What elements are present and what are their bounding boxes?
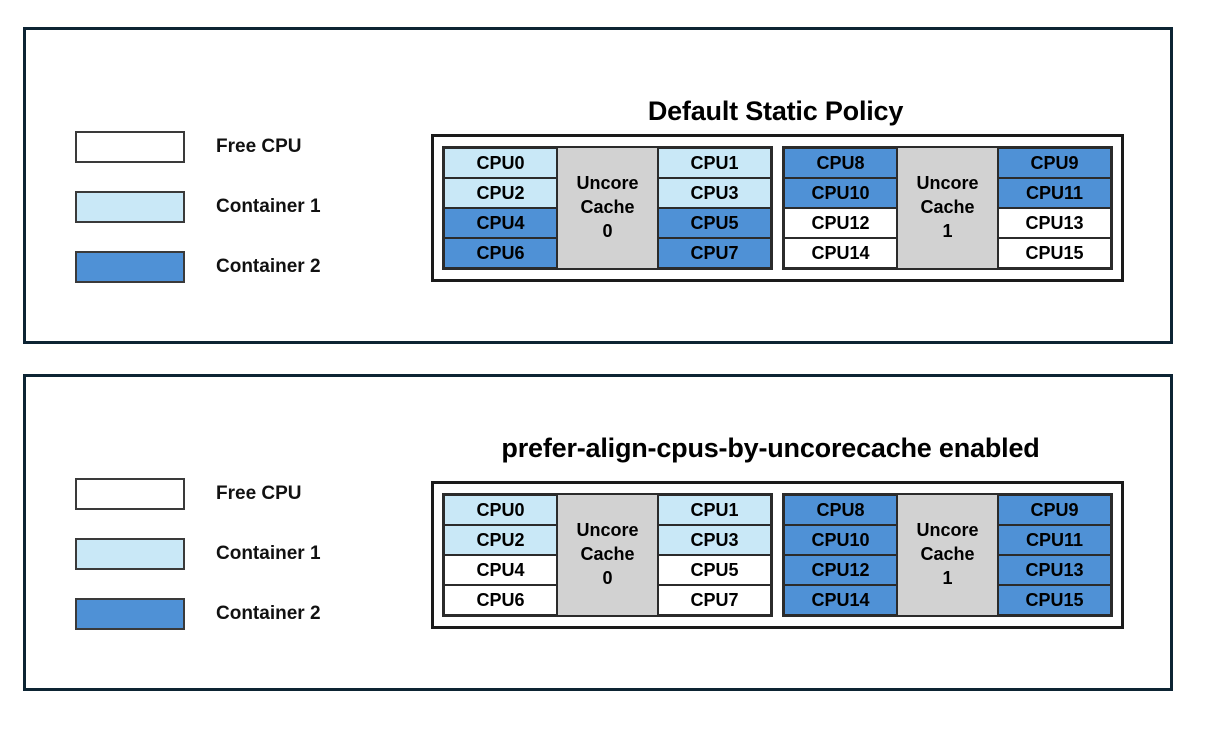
cpu-cell-cpu1: CPU1	[658, 148, 771, 178]
cpu-cell-cpu14: CPU14	[784, 238, 897, 268]
cpu-cell-cpu13: CPU13	[998, 208, 1111, 238]
legend-swatch-container-1	[75, 191, 185, 223]
cpu-cell-cpu9: CPU9	[998, 148, 1111, 178]
legend-label: Container 1	[216, 196, 321, 217]
legend-label: Container 1	[216, 543, 321, 564]
uncore-cache-label-line: 1	[942, 220, 953, 241]
legend-prefer-align-cpus-by-uncorecache: Free CPU Container 1 Container 2	[75, 478, 321, 630]
cpu-cell-cpu8: CPU8	[784, 148, 897, 178]
cpu-cell-cpu5: CPU5	[658, 208, 771, 238]
legend-swatch-free	[75, 131, 185, 163]
cpu-cell-cpu12: CPU12	[784, 555, 897, 585]
legend-item: Free CPU	[75, 478, 321, 510]
legend-item: Container 2	[75, 251, 321, 283]
legend-swatch-free	[75, 478, 185, 510]
page-title: prefer-align-cpus-by-uncorecache enabled	[501, 433, 1040, 464]
uncore-cache-label-line: Cache	[580, 197, 635, 218]
cpu-cell-cpu10: CPU10	[784, 178, 897, 208]
legend-label: Container 2	[216, 256, 321, 277]
cpu-cell-cpu2: CPU2	[444, 525, 557, 555]
legend-swatch-container-2	[75, 251, 185, 283]
cpu-cell-cpu7: CPU7	[658, 238, 771, 268]
cpu-cell-cpu0: CPU0	[444, 148, 557, 178]
uncore-cache-label-line: 0	[602, 220, 613, 241]
legend-item: Free CPU	[75, 131, 321, 163]
uncore-cache-label-line: Uncore	[576, 520, 639, 541]
uncore-cache-label-line: 1	[942, 567, 953, 588]
cpu-cell-cpu6: CPU6	[444, 238, 557, 268]
uncore-cache-label-line: Uncore	[916, 520, 979, 541]
cpu-cell-cpu3: CPU3	[658, 525, 771, 555]
cpu-cell-cpu7: CPU7	[658, 585, 771, 615]
legend-label: Container 2	[216, 603, 321, 624]
uncore-cache-label-line: Uncore	[916, 173, 979, 194]
uncore-cache-label-line: Cache	[920, 197, 975, 218]
cpu-cell-cpu10: CPU10	[784, 525, 897, 555]
cpu-cell-cpu6: CPU6	[444, 585, 557, 615]
cpu-cell-cpu12: CPU12	[784, 208, 897, 238]
page-title: Default Static Policy	[647, 96, 904, 127]
cpu-cell-cpu15: CPU15	[998, 238, 1111, 268]
cpu-cell-cpu11: CPU11	[998, 178, 1111, 208]
uncore-cache-label-line: 0	[602, 567, 613, 588]
cpu-cell-cpu8: CPU8	[784, 495, 897, 525]
legend-item: Container 1	[75, 191, 321, 223]
uncore-cache-label-line: Uncore	[576, 173, 639, 194]
panel-default-static-policy: Default Static Policy Free CPU Container …	[23, 27, 1173, 344]
cpu-cell-cpu1: CPU1	[658, 495, 771, 525]
legend-label: Free CPU	[216, 483, 302, 504]
cpu-cell-cpu2: CPU2	[444, 178, 557, 208]
cpu-cell-cpu4: CPU4	[444, 555, 557, 585]
cpu-cell-cpu4: CPU4	[444, 208, 557, 238]
uncore-cache-label-line: Cache	[580, 544, 635, 565]
legend-item: Container 2	[75, 598, 321, 630]
legend-default-static-policy: Free CPU Container 1 Container 2	[75, 131, 321, 283]
cpu-cell-cpu9: CPU9	[998, 495, 1111, 525]
cpu-cell-cpu0: CPU0	[444, 495, 557, 525]
cpu-cell-cpu5: CPU5	[658, 555, 771, 585]
legend-swatch-container-2	[75, 598, 185, 630]
legend-item: Container 1	[75, 538, 321, 570]
cpu-cell-cpu3: CPU3	[658, 178, 771, 208]
panel-prefer-align-cpus-by-uncorecache: prefer-align-cpus-by-uncorecache enabled…	[23, 374, 1173, 691]
cpu-cell-cpu13: CPU13	[998, 555, 1111, 585]
legend-swatch-container-1	[75, 538, 185, 570]
cpu-cell-cpu11: CPU11	[998, 525, 1111, 555]
legend-label: Free CPU	[216, 136, 302, 157]
cpu-cell-cpu15: CPU15	[998, 585, 1111, 615]
uncore-cache-label-line: Cache	[920, 544, 975, 565]
cpu-cell-cpu14: CPU14	[784, 585, 897, 615]
